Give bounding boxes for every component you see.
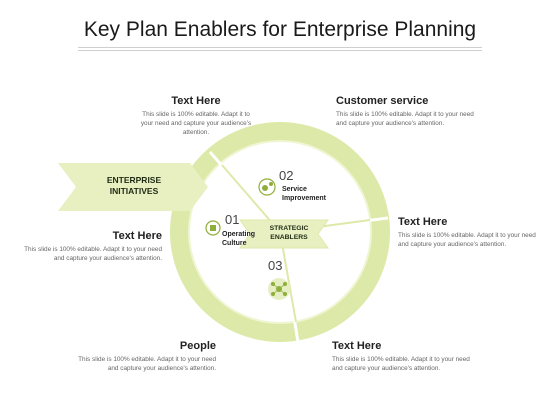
segment-02-number: 02 <box>279 168 294 183</box>
initiatives-label: ENTERPRISE INITIATIVES <box>106 175 162 196</box>
text-box-top-right: Customer service This slide is 100% edit… <box>336 95 476 128</box>
text-box-heading: People <box>179 340 216 352</box>
strategic-enablers-label: STRATEGIC ENABLERS <box>269 225 309 241</box>
text-box-top-left: Text Here This slide is 100% editable. A… <box>140 95 252 137</box>
service-gears-icon <box>258 178 276 196</box>
text-box-body: This slide is 100% editable. Adapt it to… <box>78 356 216 372</box>
strategic-banner <box>239 219 329 249</box>
page-title: Key Plan Enablers for Enterprise Plannin… <box>83 18 477 41</box>
text-box-bottom-right: Text Here This slide is 100% editable. A… <box>332 340 472 373</box>
text-box-middle-right: Text Here This slide is 100% editable. A… <box>398 216 538 249</box>
text-box-heading: Text Here <box>398 216 448 228</box>
text-box-body: This slide is 100% editable. Adapt it to… <box>336 111 474 127</box>
text-box-heading: Text Here <box>112 230 162 242</box>
text-box-bottom-left: People This slide is 100% editable. Adap… <box>78 340 216 373</box>
segment-01-number: 01 <box>225 212 240 227</box>
text-box-body: This slide is 100% editable. Adapt it to… <box>24 246 162 262</box>
text-box-body: This slide is 100% editable. Adapt it to… <box>140 111 252 136</box>
title-underline-bottom <box>78 50 482 51</box>
network-icon <box>268 278 290 300</box>
text-box-heading: Text Here <box>332 340 382 352</box>
text-box-heading: Text Here <box>171 95 221 107</box>
segment-02-label: Service Improvement <box>282 186 326 202</box>
initiatives-banner <box>58 163 208 211</box>
text-box-middle-left: Text Here This slide is 100% editable. A… <box>24 230 162 263</box>
text-box-body: This slide is 100% editable. Adapt it to… <box>332 356 470 372</box>
operating-culture-icon <box>205 220 221 236</box>
text-box-body: This slide is 100% editable. Adapt it to… <box>398 232 536 248</box>
title-underline-top <box>78 47 482 48</box>
segment-01-label: Operating Culture <box>222 231 256 247</box>
segment-03-number: 03 <box>268 258 283 273</box>
text-box-heading: Customer service <box>336 95 429 107</box>
